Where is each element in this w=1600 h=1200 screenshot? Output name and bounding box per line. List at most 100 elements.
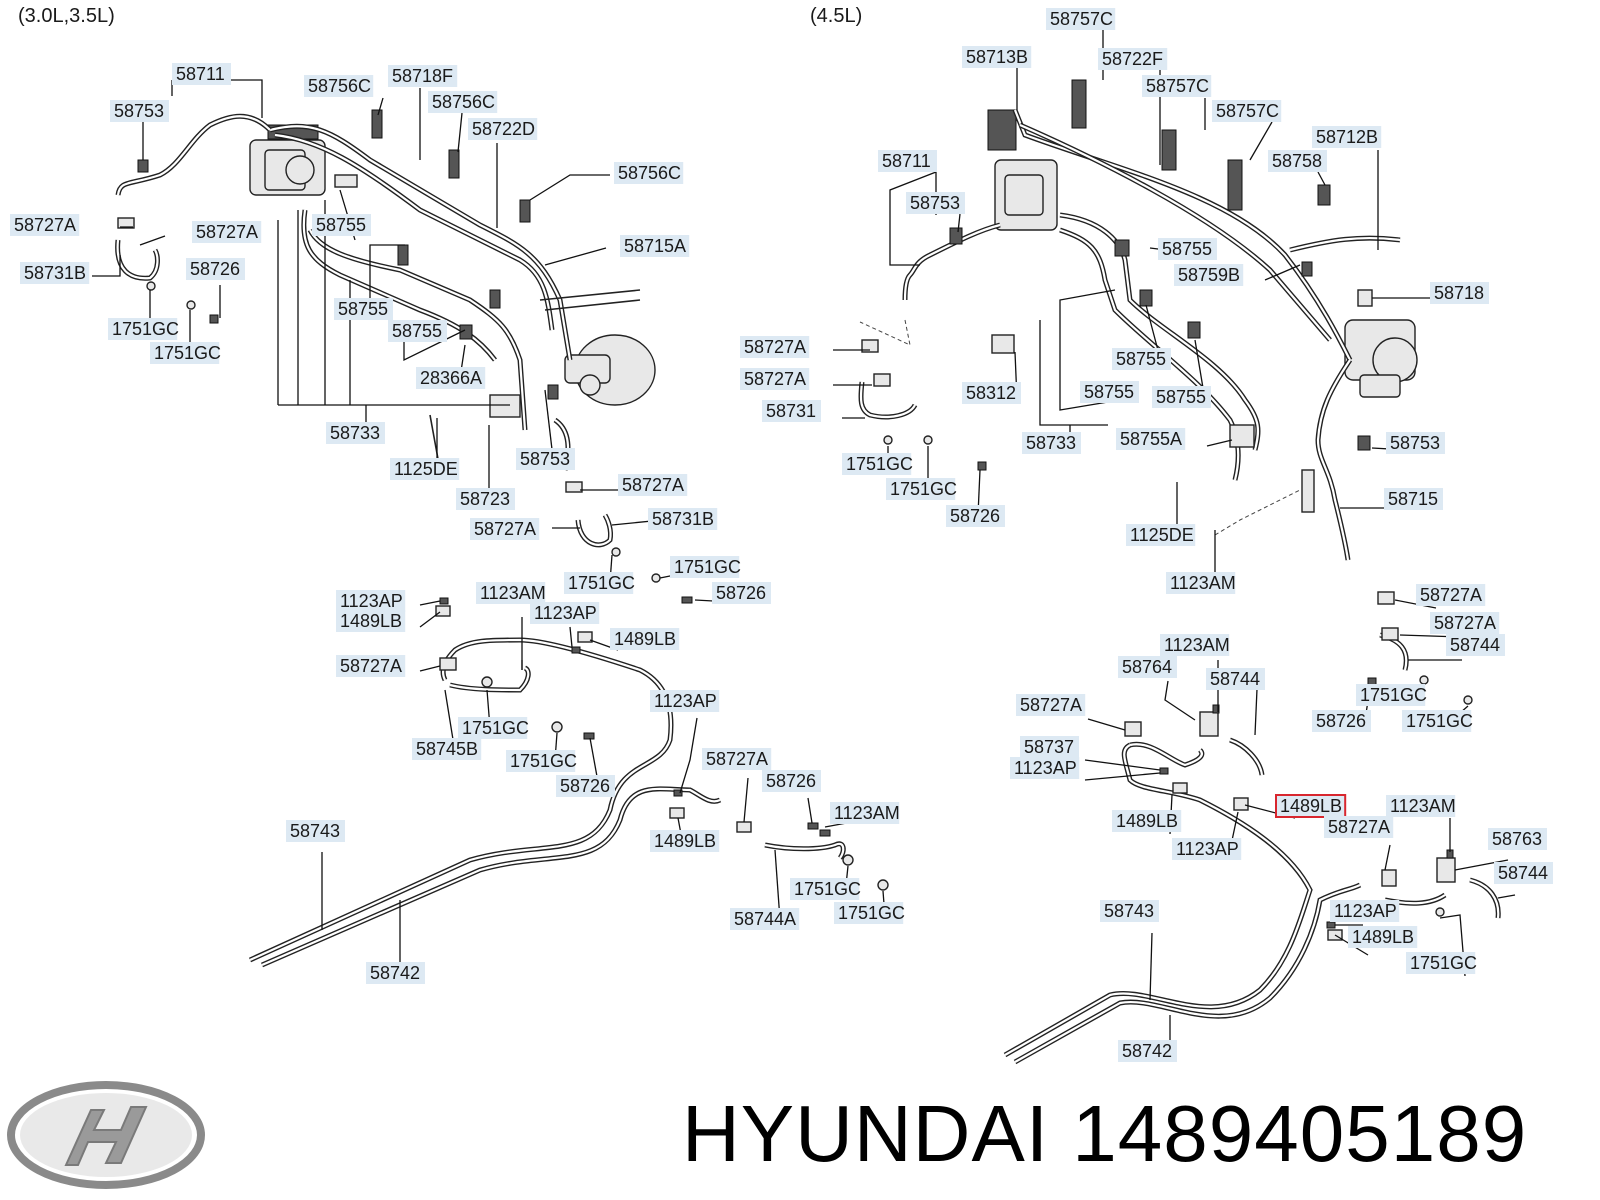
- label-box: [1046, 8, 1116, 30]
- label-box: [614, 162, 684, 184]
- part-number-label: 1751GC: [1410, 953, 1477, 973]
- part-number-label: 1123AM: [1170, 573, 1236, 593]
- label-box: [1112, 348, 1171, 370]
- label-box: [1118, 656, 1177, 678]
- part-number-label: 58727A: [1020, 695, 1082, 715]
- part-label-left-42: 58743: [286, 820, 345, 842]
- part-number-label: 58753: [114, 101, 164, 121]
- part-label-left-5: 58722D: [468, 118, 538, 140]
- part-number-label: 1751GC: [462, 718, 529, 738]
- label-box: [1166, 572, 1236, 594]
- part-number-label: 58753: [1390, 433, 1440, 453]
- part-label-left-1: 58753: [110, 100, 169, 122]
- part-label-left-22: 58727A: [618, 474, 688, 496]
- part-number-label: 58712B: [1316, 127, 1378, 147]
- label-box: [1112, 810, 1182, 832]
- part-number-label: 58723: [460, 489, 510, 509]
- label-box: [476, 582, 546, 604]
- part-number-label: 1123AP: [1014, 758, 1077, 778]
- part-number-label: 58757C: [1216, 101, 1279, 121]
- part-number-label: 1489LB: [1116, 811, 1178, 831]
- part-number-label: 1123AM: [480, 583, 546, 603]
- part-number-label: 58757C: [1050, 9, 1113, 29]
- part-number-label: 58755: [1156, 387, 1206, 407]
- part-number-label: 58713B: [966, 47, 1028, 67]
- label-box: [830, 802, 900, 824]
- label-box: [648, 508, 718, 530]
- part-label-right-4: 58757C: [1212, 100, 1282, 122]
- part-number-label: 1123AP: [1176, 839, 1239, 859]
- label-box: [1356, 684, 1426, 706]
- part-label-left-9: 58755: [312, 214, 371, 236]
- part-label-left-41: 1123AM: [830, 802, 900, 824]
- label-box: [172, 63, 231, 85]
- part-number-label: 58715A: [624, 236, 686, 256]
- label-box: [1386, 432, 1445, 454]
- label-box: [1098, 48, 1168, 70]
- part-number-label: 1751GC: [1406, 711, 1473, 731]
- label-box: [1100, 900, 1159, 922]
- part-label-right-28: 58727A: [1416, 584, 1486, 606]
- part-label-right-30: 58744: [1446, 634, 1505, 656]
- part-number-label: 1489LB: [1280, 796, 1342, 816]
- label-box: [1324, 816, 1394, 838]
- part-label-right-36: 1751GC: [1402, 710, 1473, 732]
- label-box: [762, 400, 821, 422]
- part-label-right-11: 58718: [1430, 282, 1489, 304]
- part-label-right-43: 1489LB: [1112, 810, 1182, 832]
- part-number-label: 58756C: [618, 163, 681, 183]
- part-label-left-13: 1751GC: [108, 318, 179, 340]
- part-label-left-32: 1489LB: [610, 628, 680, 650]
- label-box: [1142, 75, 1212, 97]
- part-label-right-16: 58727A: [740, 368, 810, 390]
- part-label-left-29: 1489LB: [336, 610, 406, 632]
- part-label-right-44: 58763: [1488, 828, 1547, 850]
- label-box: [1416, 584, 1486, 606]
- right-hydraulic-unit: [987, 109, 1058, 231]
- part-label-left-21: 58723: [456, 488, 515, 510]
- part-label-right-34: 1751GC: [1356, 684, 1427, 706]
- part-number-label: 58726: [560, 776, 610, 796]
- part-number-label: 58727A: [340, 656, 402, 676]
- part-number-label: 58726: [190, 259, 240, 279]
- label-box: [962, 46, 1032, 68]
- part-number-label: 58757C: [1146, 76, 1209, 96]
- part-number-label: 1123AP: [654, 691, 717, 711]
- part-number-label: 58727A: [196, 222, 258, 242]
- part-label-left-4: 58756C: [428, 91, 498, 113]
- part-number-label: 58726: [1316, 711, 1366, 731]
- label-box: [304, 75, 374, 97]
- label-box: [1016, 694, 1086, 716]
- part-number-label: 58745B: [416, 739, 478, 759]
- label-box: [790, 878, 860, 900]
- part-label-right-15: 58755: [1080, 381, 1139, 403]
- label-box: [468, 118, 538, 140]
- label-box: [416, 367, 486, 389]
- part-label-right-33: 58744: [1206, 668, 1265, 690]
- part-number-label: 58715: [1388, 489, 1438, 509]
- part-number-label: 58744A: [734, 909, 796, 929]
- part-number-label: 58755: [392, 321, 442, 341]
- part-number-label: 58731B: [24, 263, 86, 283]
- part-number-label: 1489LB: [654, 831, 716, 851]
- label-box: [1312, 710, 1371, 732]
- part-label-left-37: 58726: [556, 775, 615, 797]
- part-number-label: 58711: [176, 64, 225, 84]
- part-number-label: 58744: [1450, 635, 1500, 655]
- part-label-right-45: 1123AP: [1330, 900, 1400, 922]
- label-box: [326, 422, 385, 444]
- label-box: [1126, 524, 1196, 546]
- part-label-right-48: 58743: [1100, 900, 1159, 922]
- part-label-right-2: 58722F: [1098, 48, 1168, 70]
- label-box: [456, 488, 515, 510]
- part-number-label: 58742: [370, 963, 420, 983]
- label-box: [670, 556, 740, 578]
- part-label-left-25: 1751GC: [564, 572, 635, 594]
- label-box: [470, 518, 540, 540]
- label-box: [878, 150, 937, 172]
- label-box: [366, 962, 425, 984]
- part-number-label: 58759B: [1178, 265, 1240, 285]
- part-number-label: 1123AP: [340, 591, 403, 611]
- label-box: [618, 474, 688, 496]
- part-number-label: 1123AM: [1164, 635, 1230, 655]
